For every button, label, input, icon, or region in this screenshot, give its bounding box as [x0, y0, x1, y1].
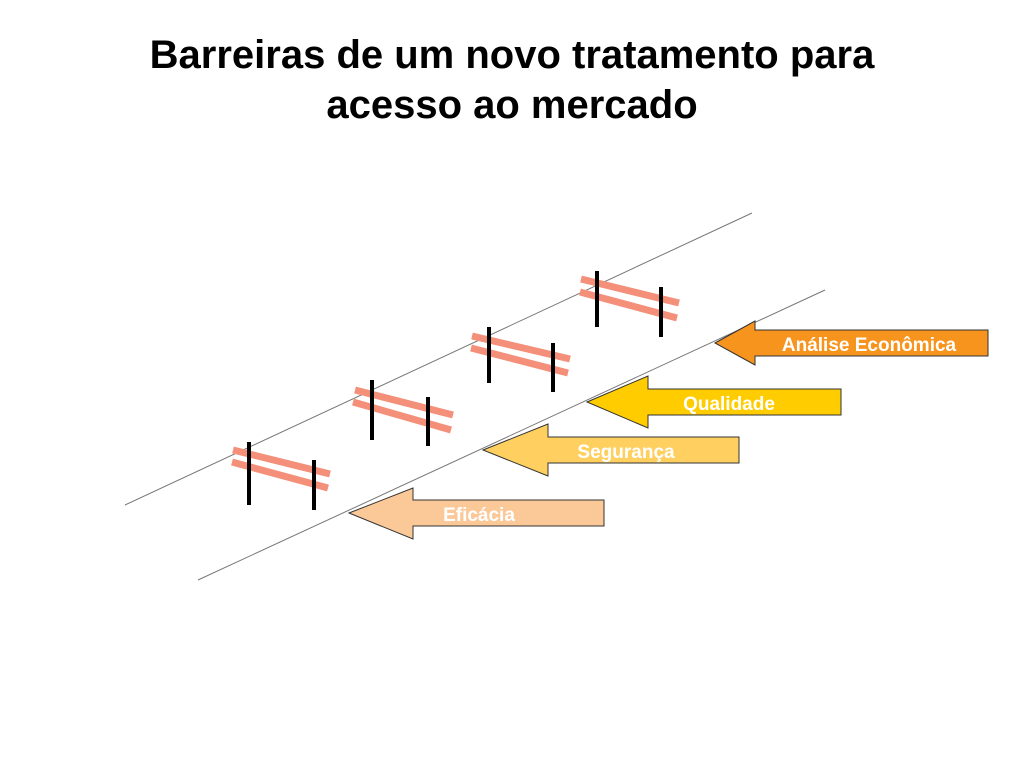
arrow-label-analise-economica: Análise Econômica — [782, 335, 957, 356]
arrow-seguranca: Segurança — [481, 423, 740, 477]
arrow-label-qualidade: Qualidade — [683, 394, 775, 415]
upper-track-line — [124, 212, 753, 506]
arrow-analise-economica: Análise Econômica — [713, 320, 989, 366]
arrow-qualidade: Qualidade — [585, 375, 842, 429]
lower-track-line — [197, 289, 826, 581]
title-line-2: acesso ao mercado — [326, 83, 698, 127]
arrow-eficacia: Eficácia — [347, 487, 605, 540]
hurdle-2 — [352, 380, 454, 446]
slide-title: Barreiras de um novo tratamento para ace… — [0, 30, 1024, 130]
arrow-label-seguranca: Segurança — [577, 442, 675, 463]
title-line-1: Barreiras de um novo tratamento para — [149, 33, 875, 77]
hurdle-3 — [470, 327, 571, 392]
hurdle-1 — [231, 442, 331, 510]
arrow-label-eficacia: Eficácia — [443, 505, 515, 526]
hurdle-4 — [579, 271, 680, 337]
